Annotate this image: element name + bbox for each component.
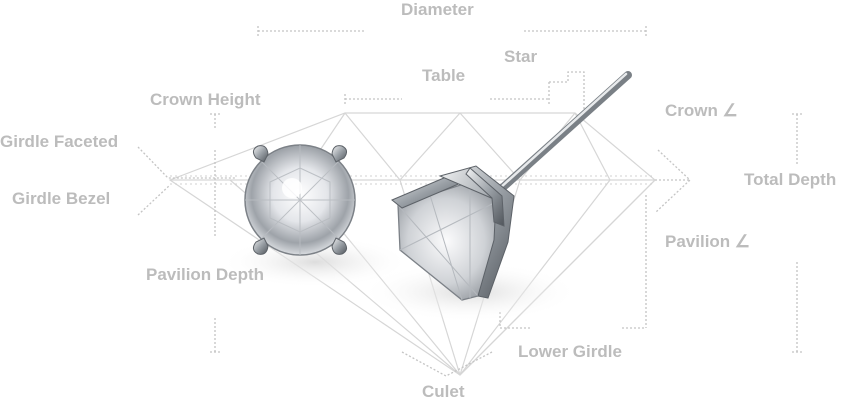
label-culet: Culet xyxy=(422,382,465,400)
label-crown-angle: Crown ∠ xyxy=(665,101,738,120)
label-lower-girdle: Lower Girdle xyxy=(518,342,622,361)
label-pavilion-depth: Pavilion Depth xyxy=(146,265,265,284)
right-stud-earring xyxy=(391,71,632,301)
label-table: Table xyxy=(422,66,466,85)
label-diameter: Diameter xyxy=(401,0,474,19)
label-girdle-faceted: Girdle Faceted xyxy=(0,132,119,151)
label-star: Star xyxy=(504,47,538,66)
left-stud-earring xyxy=(244,144,356,256)
label-girdle-bezel: Girdle Bezel xyxy=(12,189,111,208)
label-total-depth: Total Depth xyxy=(744,170,837,189)
label-crown-height: Crown Height xyxy=(150,90,261,109)
label-pavilion-angle: Pavilion ∠ xyxy=(665,232,751,251)
dimension-guides xyxy=(137,26,802,377)
